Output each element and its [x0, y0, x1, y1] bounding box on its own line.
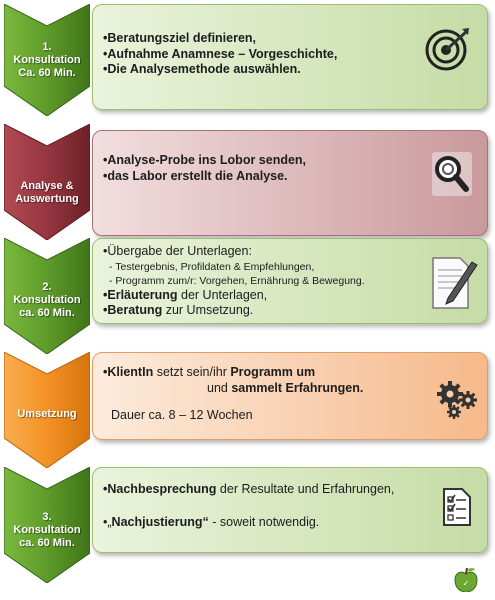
step-2-label-line-2: Auswertung — [15, 193, 79, 205]
step-2-label: Analyse & Auswertung — [4, 180, 90, 206]
step-4-text: •KlientIn setzt sein/ihr Programm um und… — [103, 365, 433, 424]
step-4-line-2-mid: und — [207, 380, 232, 395]
step-3-line-4-rest: der Unterlagen, — [177, 287, 268, 302]
step-5-line-2-pre: •„ — [103, 514, 112, 529]
step-4-label-line-1: Umsetzung — [17, 408, 77, 420]
step-4-line-1-bold: •KlientIn — [103, 365, 154, 379]
step-4-line-1-bold-2: Programm um — [230, 365, 316, 379]
step-5-chevron — [4, 467, 90, 583]
step-3-label-line-2: Konsultation — [13, 294, 81, 306]
step-1-line-2: •Aufnahme Anamnese – Vorgeschichte, — [103, 46, 338, 61]
step-2-line-2: •das Labor erstellt die Analyse. — [103, 168, 288, 183]
step-3-label-line-1: 2. — [42, 281, 52, 293]
step-1-text: •Beratungsziel definieren, •Aufnahme Ana… — [103, 31, 337, 78]
step-4-duration: Dauer ca. 8 – 12 Wochen — [111, 408, 253, 422]
step-1-label-line-1: 1. — [42, 41, 52, 53]
step-4-line-2: und sammelt Erfahrungen. — [103, 381, 433, 397]
step-5-line-2-bold: Nachjustierung“ — [111, 514, 209, 529]
svg-text:✓: ✓ — [463, 579, 470, 588]
step-1-chevron — [4, 4, 90, 116]
step-5-konsultation: •Nachbesprechung der Resultate und Erfah… — [0, 467, 495, 585]
step-1-label: 1. Konsultation Ca. 60 Min. — [4, 41, 90, 80]
step-3-box: •Übergabe der Unterlagen: - Testergebnis… — [92, 238, 488, 324]
step-2-text: •Analyse-Probe ins Lobor senden, •das La… — [103, 153, 306, 184]
step-3-sub-1: - Testergebnis, Profildaten & Empfehlung… — [109, 260, 315, 273]
step-3-sub-2: - Programm zum/r: Vorgehen, Ernährung & … — [109, 274, 365, 287]
step-1-line-1: •Beratungsziel definieren, — [103, 31, 257, 45]
step-3-chevron — [4, 238, 90, 354]
magnifier-icon — [432, 152, 472, 196]
document-pen-icon — [432, 257, 478, 309]
step-2-line-1: •Analyse-Probe ins Lobor senden, — [103, 153, 307, 167]
step-4-box: •KlientIn setzt sein/ihr Programm um und… — [92, 352, 488, 440]
step-5-line-1: •Nachbesprechung der Resultate und Erfah… — [103, 482, 394, 498]
step-4-line-1: •KlientIn setzt sein/ihr Programm um — [103, 365, 433, 381]
step-2-label-line-1: Analyse & — [20, 180, 74, 192]
step-3-line-1: •Übergabe der Unterlagen: — [103, 244, 252, 258]
step-1-box: •Beratungsziel definieren, •Aufnahme Ana… — [92, 4, 488, 110]
checklist-icon — [443, 488, 471, 526]
step-5-line-1-rest: der Resultate und Erfahrungen, — [216, 482, 395, 496]
apple-logo-icon: ✓ — [454, 567, 478, 592]
step-3-line-5-bold: •Beratung — [103, 303, 163, 317]
step-4-chevron — [4, 352, 90, 468]
step-3-line-4: •Erläuterung der Unterlagen, — [103, 288, 365, 304]
step-3-label: 2. Konsultation ca. 60 Min. — [4, 281, 90, 320]
step-3-konsultation: •Übergabe der Unterlagen: - Testergebnis… — [0, 238, 495, 356]
step-5-line-2-rest: - soweit notwendig. — [208, 514, 320, 529]
step-2-analyse: •Analyse-Probe ins Lobor senden, •das La… — [0, 124, 495, 240]
step-1-line-3: •Die Analysemethode auswählen. — [103, 62, 301, 76]
step-5-label-line-3: ca. 60 Min. — [19, 537, 75, 549]
step-2-chevron — [4, 124, 90, 240]
step-5-label-line-2: Konsultation — [13, 524, 81, 536]
step-3-line-4-bold: •Erläuterung — [103, 287, 178, 302]
step-5-text: •Nachbesprechung der Resultate und Erfah… — [103, 482, 394, 530]
step-3-text: •Übergabe der Unterlagen: - Testergebnis… — [103, 244, 365, 319]
step-4-line-2-bold: sammelt Erfahrungen. — [231, 380, 364, 395]
step-1-label-line-3: Ca. 60 Min. — [18, 67, 76, 79]
target-dart-icon — [425, 28, 469, 71]
step-5-box: •Nachbesprechung der Resultate und Erfah… — [92, 467, 488, 553]
step-3-line-5: •Beratung zur Umsetzung. — [103, 303, 365, 319]
gears-icon — [437, 381, 477, 419]
step-5-line-2: •„Nachjustierung“ - soweit notwendig. — [103, 515, 394, 531]
step-5-label-line-1: 3. — [42, 511, 52, 523]
step-3-label-line-3: ca. 60 Min. — [19, 307, 75, 319]
step-4-label: Umsetzung — [4, 408, 90, 421]
step-3-line-5-rest: zur Umsetzung. — [162, 303, 254, 317]
step-5-line-1-bold: •Nachbesprechung — [103, 482, 217, 496]
step-1-konsultation: •Beratungsziel definieren, •Aufnahme Ana… — [0, 4, 495, 116]
step-2-box: •Analyse-Probe ins Lobor senden, •das La… — [92, 130, 488, 236]
step-4-line-1-mid: setzt sein/ihr — [153, 365, 231, 379]
step-4-umsetzung: •KlientIn setzt sein/ihr Programm um und… — [0, 352, 495, 470]
step-5-label: 3. Konsultation ca. 60 Min. — [4, 511, 90, 550]
step-1-label-line-2: Konsultation — [13, 54, 81, 66]
